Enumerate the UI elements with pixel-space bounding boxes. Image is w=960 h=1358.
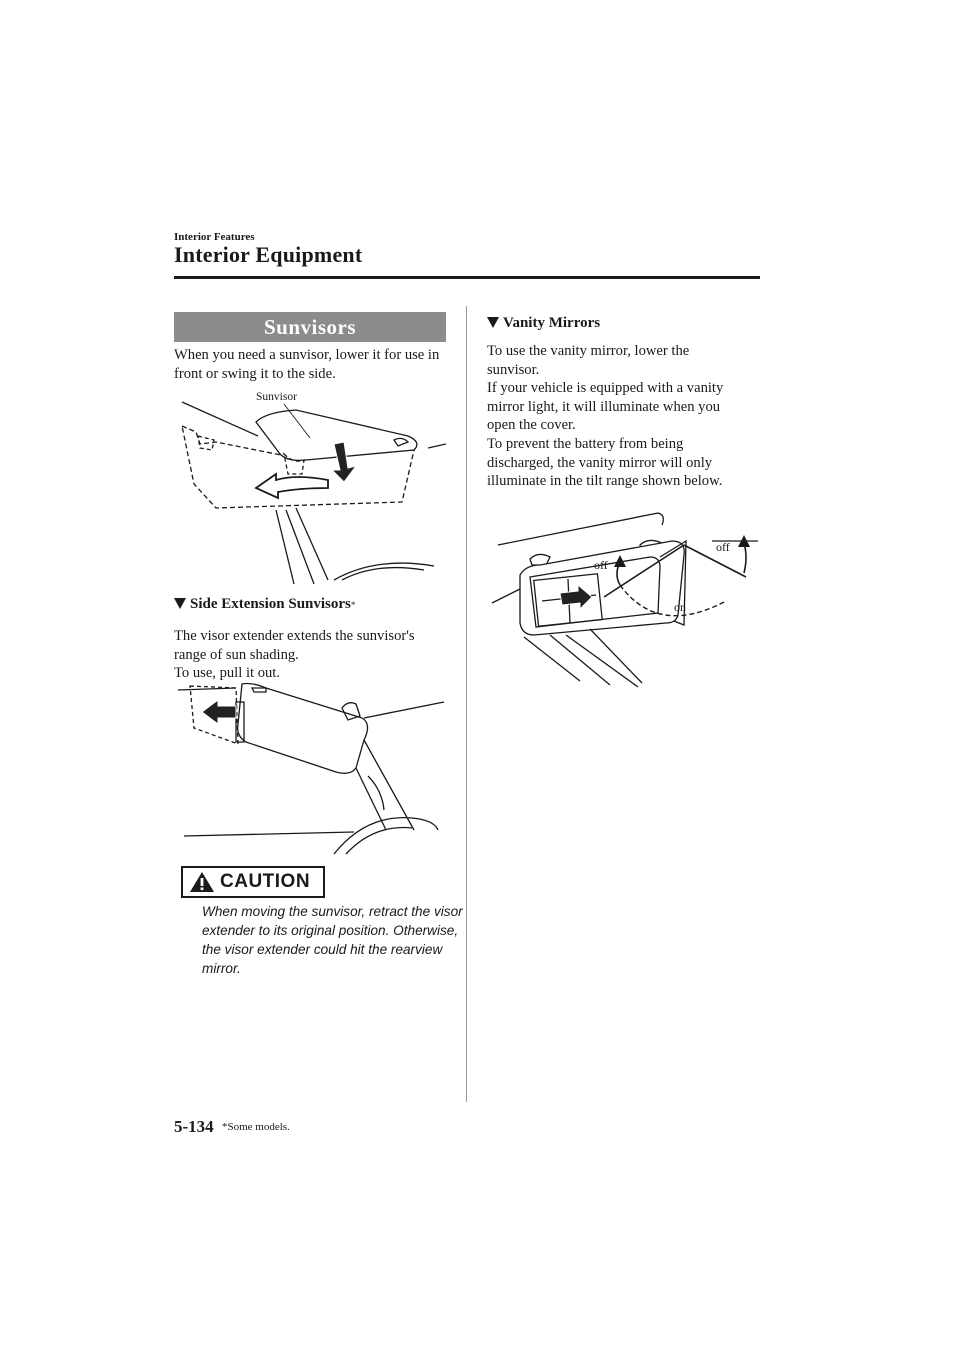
section-label: Interior Features (174, 231, 255, 243)
some-models-mark: * (350, 600, 356, 610)
vanity-line: open the cover. (487, 417, 576, 434)
off-left-label: off (594, 558, 608, 572)
side-extension-line: To use, pull it out. (174, 665, 280, 682)
vanity-heading: Vanity Mirrors (487, 315, 600, 332)
visor-extender-illustration (177, 682, 445, 855)
warning-triangle-icon (190, 872, 214, 892)
vanity-line: sunvisor. (487, 361, 540, 378)
section-triangle-icon (487, 317, 499, 328)
vanity-line: mirror light, it will illuminate when yo… (487, 398, 721, 415)
off-right-label: off (716, 540, 730, 554)
side-extension-line: The visor extender extends the sunvisor'… (174, 628, 415, 644)
vanity-line: If your vehicle is equipped with a vanit… (487, 380, 724, 397)
vanity-title: Vanity Mirrors (503, 315, 601, 331)
caution-box: CAUTION (181, 866, 325, 898)
sunvisors-intro: When you need a sunvisor, lower it for u… (174, 347, 440, 382)
vanity-line: illuminate in the tilt range shown below… (487, 473, 723, 490)
sunvisor-illustration: Sunvisor (181, 391, 446, 584)
section-triangle-icon (174, 598, 186, 609)
vanity-line: To use the vanity mirror, lower the (487, 343, 690, 359)
column-divider (466, 306, 467, 1102)
side-extension-line: range of sun shading. (174, 646, 299, 663)
page-number: 5-134 (174, 1117, 214, 1136)
on-label: on (674, 600, 686, 614)
vanity-mirror-illustration: off off on (491, 512, 758, 688)
vanity-line: discharged, the vanity mirror will only (487, 454, 713, 471)
side-extension-title: Side Extension Sunvisors (190, 596, 351, 612)
sunvisors-heading: Sunvisors (174, 312, 446, 342)
side-extension-heading: Side Extension Sunvisors* (174, 596, 355, 613)
side-extension-body: The visor extender extends the sunvisor'… (174, 627, 459, 683)
caution-label: CAUTION (220, 871, 311, 892)
header-rule (174, 276, 760, 279)
caution-body: When moving the sunvisor, retract the vi… (202, 904, 463, 976)
vanity-line: To prevent the battery from being (487, 435, 684, 452)
chapter-title: Interior Equipment (174, 242, 363, 267)
vanity-body: To use the vanity mirror, lower the sunv… (487, 342, 767, 491)
sunvisor-callout: Sunvisor (256, 391, 297, 403)
some-models-footnote: *Some models. (222, 1121, 290, 1133)
